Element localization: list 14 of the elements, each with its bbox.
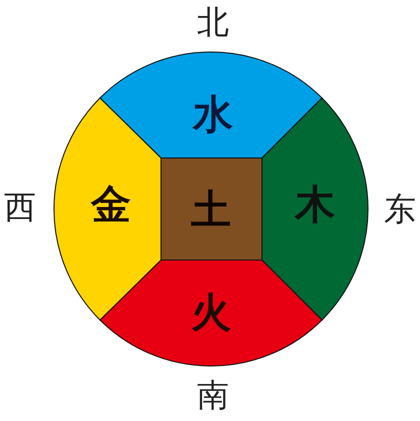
element-character: 水 bbox=[193, 95, 233, 135]
element-character: 金 bbox=[91, 185, 131, 225]
circle-sector bbox=[262, 98, 368, 320]
direction-label: 东 bbox=[384, 193, 416, 225]
element-character: 火 bbox=[191, 293, 231, 333]
circle-sector bbox=[100, 260, 322, 366]
element-character: 木 bbox=[295, 185, 335, 225]
direction-label: 西 bbox=[4, 191, 36, 223]
direction-label: 北 bbox=[197, 6, 229, 38]
circle-sector bbox=[54, 98, 161, 320]
circle-sector bbox=[100, 52, 322, 158]
center-square bbox=[161, 158, 262, 260]
element-character: 土 bbox=[191, 190, 231, 230]
direction-label: 南 bbox=[197, 379, 229, 411]
